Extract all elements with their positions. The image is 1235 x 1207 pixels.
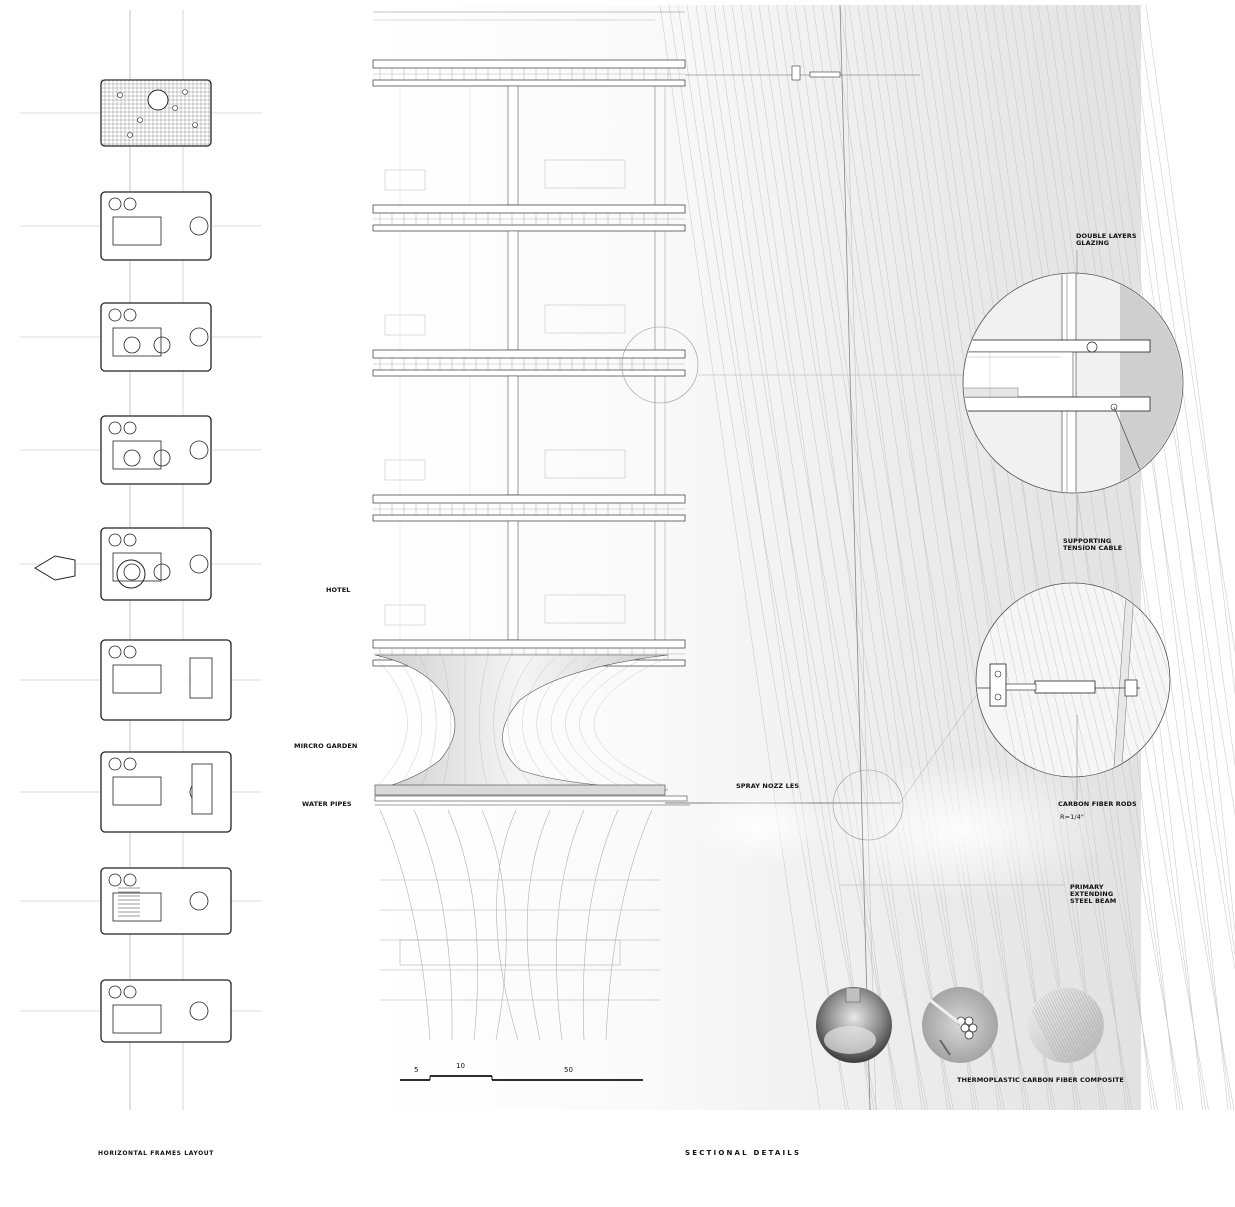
floor-plan [20, 979, 262, 1043]
nozzle-callout-circle [832, 769, 904, 841]
building-floor-slab [372, 494, 686, 641]
carbon-rod-detail-circle [975, 582, 1171, 778]
carbon-tubes-photo [922, 987, 998, 1063]
glazing-detail-circle [962, 272, 1184, 494]
primary-beam-line2: EXTENDING [1070, 890, 1114, 898]
primary-beam-line3: STEEL BEAM [1070, 897, 1117, 905]
floor-plan [20, 639, 262, 721]
floor-plan [20, 302, 262, 372]
rod-radius-label: R=1/4" [1060, 813, 1085, 821]
micro-garden-label: MIRCRO GARDEN [294, 742, 358, 750]
scale-bar [400, 1075, 643, 1081]
composite-photo [1028, 987, 1104, 1063]
horizontal-frames-plans [20, 10, 262, 1110]
double-layers-label-line1: DOUBLE LAYERS [1076, 232, 1137, 240]
double-layers-glazing-label: DOUBLE LAYERS GLAZING [1076, 233, 1137, 247]
horizontal-frames-layout-title: HORIZONTAL FRAMES LAYOUT [98, 1150, 214, 1157]
building-floor-slab [372, 204, 686, 351]
water-pipes-slab [374, 784, 666, 796]
building-floor-slab [372, 59, 686, 206]
supporting-tension-cable-label: SUPPORTING TENSION CABLE [1063, 538, 1122, 552]
floor-plan [20, 751, 262, 833]
carbon-fiber-rods-label: CARBON FIBER RODS [1058, 800, 1137, 808]
composite-label: THERMOPLASTIC CARBON FIBER COMPOSITE [957, 1076, 1124, 1084]
building-floor-slab [372, 349, 686, 496]
floor-plan [20, 191, 262, 261]
hotel-label: HOTEL [326, 586, 351, 594]
floor-plan [20, 527, 262, 601]
spray-nozzles-label: SPRAY NOZZ LES [736, 782, 800, 790]
floor-plan [20, 79, 262, 147]
double-layers-label-line2: GLAZING [1076, 239, 1110, 247]
tension-cable-label-line1: SUPPORTING [1063, 537, 1112, 545]
water-pipes-label: WATER PIPES [302, 800, 352, 808]
scale-tick-50: 50 [564, 1066, 573, 1074]
scale-tick-10: 10 [456, 1062, 465, 1070]
scale-tick-5: 5 [414, 1066, 419, 1074]
floor-plan [20, 415, 262, 485]
spray-nozzle-photo [816, 987, 892, 1063]
primary-beam-line1: PRIMARY [1070, 883, 1104, 891]
floor-plan [20, 867, 262, 935]
section-panel [373, 5, 1141, 1110]
primary-extending-steel-beam-label: PRIMARY EXTENDING STEEL BEAM [1070, 884, 1116, 905]
tension-cable-label-line2: TENSION CABLE [1063, 544, 1123, 552]
sectional-details-title: SECTIONAL DETAILS [685, 1149, 802, 1157]
